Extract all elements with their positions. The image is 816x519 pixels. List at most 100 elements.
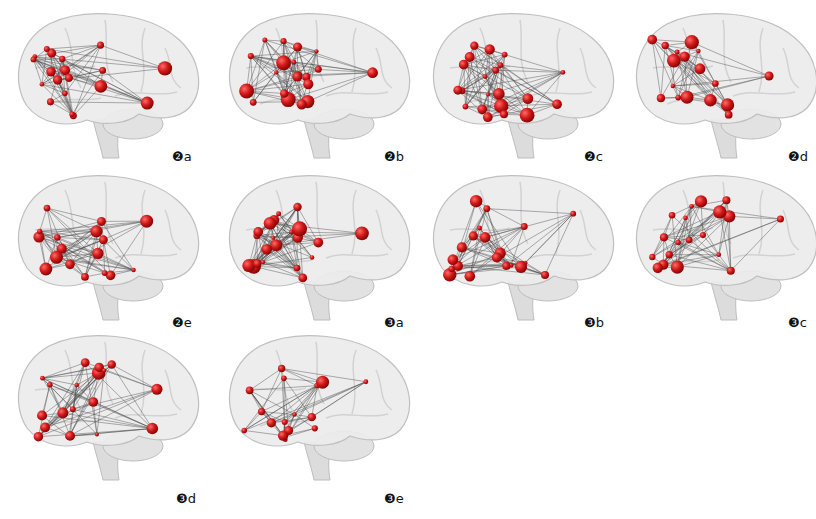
connection-line xyxy=(33,59,72,114)
cerebrum-outline xyxy=(229,336,409,446)
connection-line xyxy=(664,216,729,237)
connection-line xyxy=(703,235,719,255)
connection-line xyxy=(56,231,96,257)
network-node-sphere xyxy=(676,240,681,245)
connection-line xyxy=(458,57,470,90)
network-node-sphere xyxy=(671,84,676,89)
network-node-sphere xyxy=(675,95,681,101)
brain-panel xyxy=(18,14,198,158)
network-node-sphere xyxy=(70,112,77,119)
connection-line xyxy=(652,40,710,101)
network-node-sphere xyxy=(59,56,65,62)
connection-line xyxy=(35,45,101,57)
cerebrum-outline xyxy=(433,14,613,124)
network-node-sphere xyxy=(685,35,699,49)
connection-line xyxy=(51,72,72,114)
connection-line xyxy=(505,55,563,73)
network-node-sphere xyxy=(647,35,657,45)
network-node-sphere xyxy=(675,50,680,55)
connection-line xyxy=(658,200,727,268)
network-node-sphere xyxy=(521,223,528,230)
connection-line xyxy=(103,240,104,273)
network-node-sphere xyxy=(271,236,275,240)
network-node-sphere xyxy=(316,376,329,389)
network-node-sphere xyxy=(151,384,162,395)
panel-label: ❸d xyxy=(176,492,196,505)
connection-line xyxy=(104,370,157,389)
connection-line xyxy=(263,262,297,268)
gyrus-line xyxy=(556,28,560,92)
connection-group xyxy=(39,208,147,277)
connection-line xyxy=(101,45,165,68)
network-node-sphere xyxy=(686,237,693,244)
network-node-sphere xyxy=(292,412,296,416)
network-node-sphere xyxy=(75,383,80,388)
connection-line xyxy=(453,227,524,260)
connection-group xyxy=(652,40,769,115)
network-node-sphere xyxy=(570,211,576,217)
network-node-sphere xyxy=(464,271,475,282)
network-node-sphere xyxy=(140,215,153,228)
connection-line xyxy=(47,208,101,221)
connection-line xyxy=(652,40,728,115)
connection-line xyxy=(73,409,152,428)
connection-line xyxy=(73,363,85,410)
connection-line xyxy=(487,209,573,214)
gyrus-line xyxy=(326,254,388,258)
brain-panel xyxy=(229,176,409,320)
network-node-sphere xyxy=(276,211,281,216)
network-node-sphere xyxy=(40,422,50,432)
connection-line xyxy=(244,430,283,435)
connection-line xyxy=(521,214,573,267)
network-node-sphere xyxy=(65,260,75,270)
connection-line xyxy=(257,236,297,268)
connection-group xyxy=(450,201,573,276)
cerebrum-outline xyxy=(18,14,198,124)
network-node-sphere xyxy=(47,382,53,388)
network-node-sphere xyxy=(241,428,247,434)
network-node-sphere xyxy=(689,204,694,209)
cerebrum-outline xyxy=(636,176,816,286)
network-node-sphere xyxy=(292,221,307,236)
network-node-sphere xyxy=(99,67,106,74)
connection-line xyxy=(458,90,527,115)
gyrus-line xyxy=(326,92,388,96)
network-node-sphere xyxy=(470,42,478,50)
connection-line xyxy=(652,212,719,257)
network-node-sphere xyxy=(292,60,297,65)
network-node-sphere xyxy=(37,229,42,234)
network-node-sphere xyxy=(477,104,487,114)
network-node-sphere xyxy=(669,212,676,219)
connection-line xyxy=(244,412,261,431)
connection-line xyxy=(545,214,573,275)
connection-line xyxy=(70,429,152,436)
connection-line xyxy=(39,221,147,237)
network-node-sphere xyxy=(500,110,508,118)
network-node-sphere xyxy=(65,431,75,441)
connection-line xyxy=(40,231,134,270)
connection-line xyxy=(673,83,716,86)
panel-label: ❸b xyxy=(584,316,604,329)
network-node-sphere xyxy=(485,44,495,54)
connection-line xyxy=(731,219,781,271)
connection-group xyxy=(33,45,164,116)
gyrus-line xyxy=(783,210,799,250)
connection-group xyxy=(38,363,157,437)
panel-label: ❷a xyxy=(172,150,192,163)
network-node-sphere xyxy=(502,52,508,58)
connection-line xyxy=(247,84,309,91)
network-node-sphere xyxy=(81,273,89,281)
network-node-sphere xyxy=(44,205,51,212)
network-node-sphere xyxy=(47,98,54,105)
connection-line xyxy=(462,247,507,266)
connection-line xyxy=(56,221,147,259)
network-node-sphere xyxy=(310,255,315,260)
gyrus-line xyxy=(530,254,592,258)
network-node-sphere xyxy=(40,376,45,381)
network-node-sphere xyxy=(470,195,483,208)
connection-line xyxy=(258,207,297,232)
network-node-sphere xyxy=(294,265,301,272)
network-node-sphere xyxy=(92,248,103,259)
connection-line xyxy=(69,429,152,437)
network-node-sphere xyxy=(522,93,533,104)
